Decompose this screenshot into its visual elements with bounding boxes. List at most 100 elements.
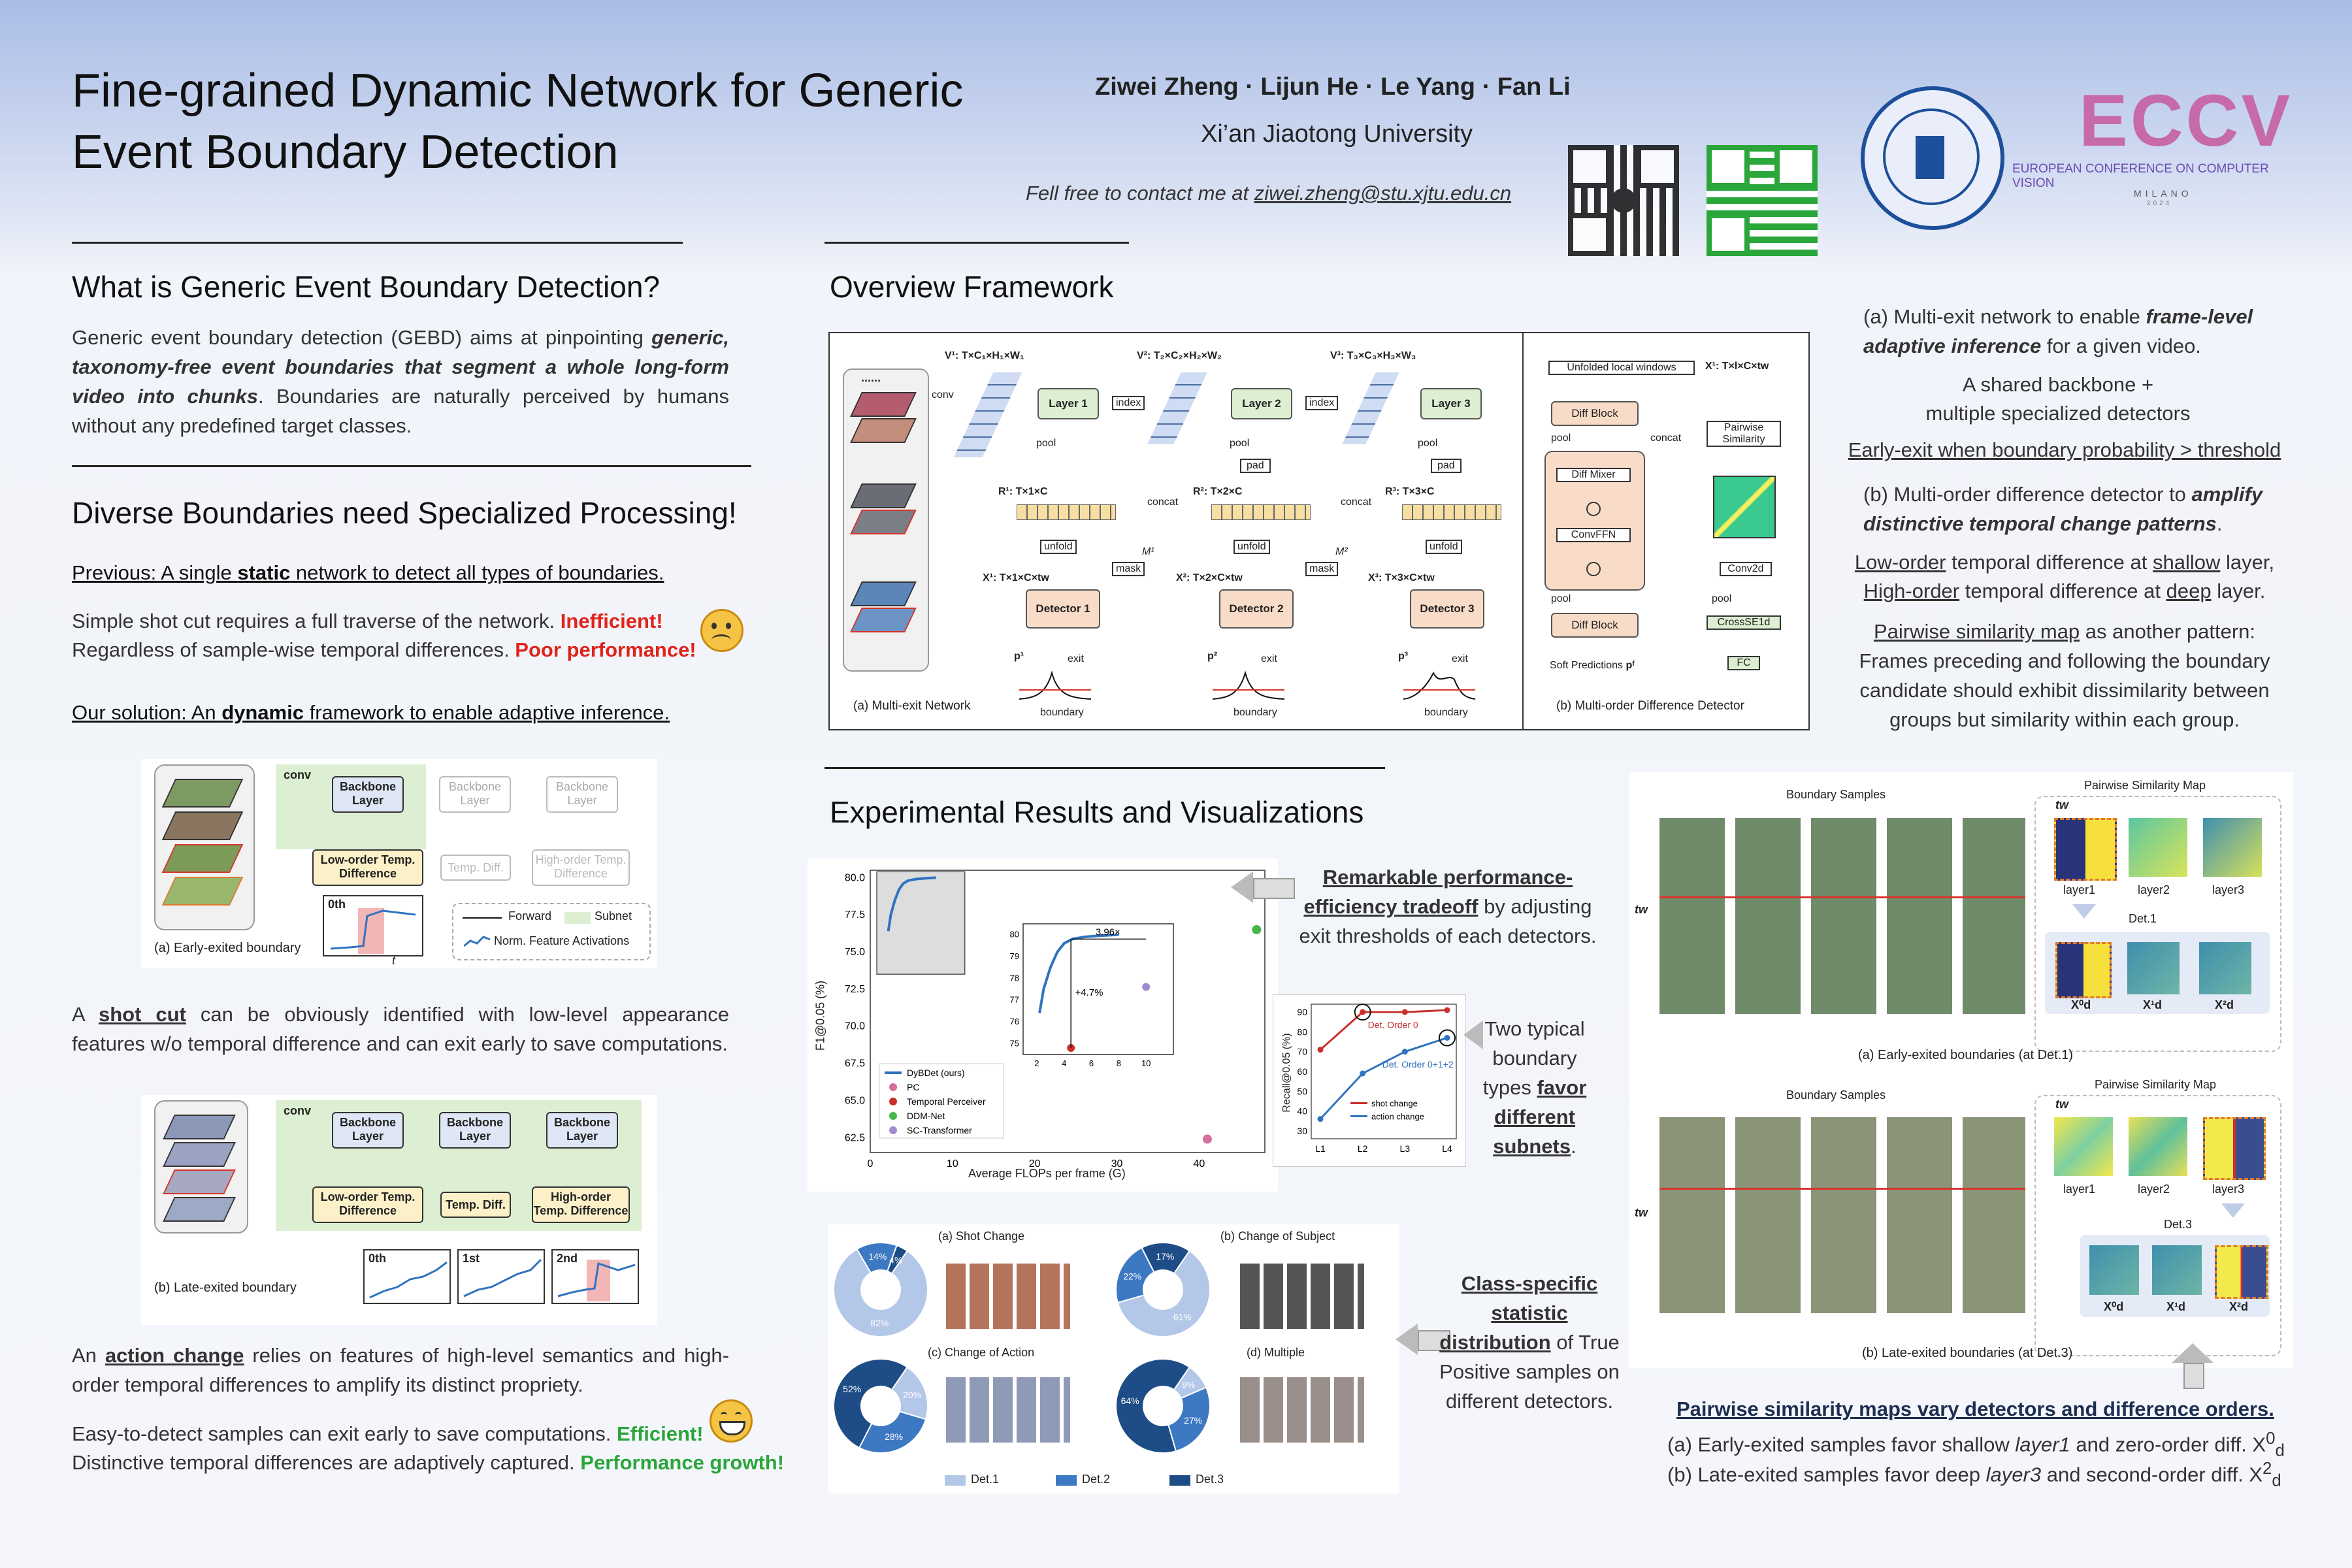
pie-slice-Det.3	[1115, 1358, 1191, 1454]
high-order-line: High-order temporal difference at deep l…	[1842, 576, 2287, 606]
shared-backbone-2: multiple specialized detectors	[1925, 402, 2191, 425]
pie-slice-Det.1	[833, 1248, 928, 1337]
section-title-results: Experimental Results and Visualizations	[830, 795, 1364, 829]
pad-box-3: pad	[1431, 459, 1462, 473]
pool-label: pool	[1036, 438, 1056, 449]
pie-a-title: (a) Shot Change	[938, 1230, 1025, 1243]
wechat-qr-code[interactable]	[1707, 145, 1818, 256]
exit-label: exit	[1452, 653, 1468, 664]
b-prefix: (b) Multi-order difference detector to	[1863, 483, 2192, 506]
solution-b: dynamic	[221, 701, 304, 724]
pair-a-em: layer1	[2015, 1433, 2070, 1456]
backbone-label: Backbone Layer	[555, 780, 609, 807]
pairwise-u: Pairwise similarity map	[1873, 620, 2080, 643]
diff-map-x2	[2199, 942, 2251, 994]
pie-slice-Det.3	[886, 1245, 909, 1275]
y-tick-label: 72.5	[845, 984, 865, 995]
tw-label: tw	[2055, 1098, 2068, 1111]
a-bold: frame-level adaptive inference	[1863, 305, 2253, 357]
layer2-label: layer2	[2138, 1183, 2170, 1196]
mask-label: mask	[1309, 563, 1335, 574]
pie-slice-Det.3	[833, 1358, 909, 1449]
previous-b: static	[237, 561, 291, 584]
x-tick-label: L4	[1442, 1143, 1452, 1154]
data-point-shot change	[1444, 1007, 1450, 1013]
plot-frame	[1311, 1004, 1457, 1139]
pie-charts: 82%14%4%61%22%17%20%28%52%9%27%64% (a) S…	[828, 1224, 1399, 1494]
conv-label: conv	[932, 389, 954, 400]
legend-label: Temporal Perceiver	[907, 1096, 986, 1107]
backbone-layer-3: Backbone Layer	[546, 1112, 618, 1149]
title-line-1: Fine-grained Dynamic Network for Generic	[72, 65, 964, 117]
github-qr-code[interactable]	[1568, 145, 1679, 256]
early-visual-caption: (a) Early-exited boundaries (at Det.1)	[1858, 1048, 2074, 1062]
tradeoff-text: Remarkable performance-efficiency tradeo…	[1291, 862, 1605, 951]
x-tick-label: L2	[1358, 1143, 1368, 1154]
pie-c-title: (c) Change of Action	[928, 1346, 1035, 1359]
inset-x-tick: 8	[1117, 1058, 1121, 1068]
unfold-label: unfold	[1429, 541, 1458, 552]
pairwise-summary-b: (b) Late-exited samples favor deep layer…	[1667, 1454, 2281, 1496]
shallow-u: shallow	[2152, 551, 2221, 574]
affiliation: Xi’an Jiaotong University	[1201, 120, 1473, 148]
backbone-label: Backbone Layer	[339, 780, 397, 807]
x-tick-label: 0	[868, 1158, 874, 1169]
eccv-year: 2024	[2147, 200, 2172, 207]
pie-slice-Det.1	[1117, 1250, 1211, 1337]
pair-b-em: layer3	[1985, 1463, 2042, 1486]
up-arrow-shaft	[2183, 1363, 2204, 1389]
left-arrow-shaft	[1418, 1330, 1450, 1351]
x2-label: X²d	[2229, 1300, 2248, 1313]
pie-slice-label: 82%	[870, 1318, 889, 1328]
legend-forward: Forward	[508, 909, 552, 923]
data-point-shot change	[1401, 1009, 1408, 1015]
legend-swatch	[889, 1083, 897, 1091]
m2-label: M²	[1335, 546, 1348, 557]
shot-c: can be obviously identified with low-lev…	[72, 1003, 729, 1055]
high-end: layer.	[2211, 580, 2266, 602]
inset-x-tick: 2	[1034, 1058, 1039, 1068]
pair-b-pre: (b) Late-exited samples favor deep	[1667, 1463, 1986, 1486]
gain-label: +4.7%	[1075, 987, 1103, 998]
inset-y-tick: 79	[1010, 951, 1019, 961]
sub-d: d	[2272, 1471, 2281, 1490]
early-exit-visualization: Boundary Samples tw Pairwise Similarity …	[1629, 772, 2293, 1075]
pairwise-label: Pairwise Similarity	[1722, 422, 1765, 445]
pie-slice-Det.2	[1168, 1386, 1211, 1452]
low-order-label: Low-order Temp. Difference	[320, 853, 416, 880]
low-order-label: Low-order Temp. Difference	[320, 1190, 416, 1217]
zoom-series-line	[887, 876, 936, 932]
v2-label: V²: T₂×C₂×H₂×W₂	[1137, 350, 1222, 361]
high-mid: temporal difference at	[1959, 580, 2166, 602]
efficient-line: Easy-to-detect samples can exit early to…	[72, 1419, 704, 1448]
inset-series-line	[1038, 933, 1119, 1014]
early-exit-figure: conv conv Backbone Layer Backbone Layer …	[141, 759, 657, 968]
pie-slice-Det.2	[858, 1411, 927, 1454]
pie-slice-label: 64%	[1121, 1396, 1139, 1406]
zoom-region	[876, 871, 966, 975]
flops-xlabel: Average FLOPs per frame (G)	[968, 1167, 1126, 1180]
order-0th-label: 0th	[328, 898, 346, 911]
concat-label: concat	[1650, 433, 1682, 444]
boundary-label: boundary	[1424, 707, 1468, 718]
series-line-action change	[1319, 1037, 1448, 1120]
contact-email-link[interactable]: ziwei.zheng@stu.xjtu.edu.cn	[1254, 182, 1512, 204]
y-tick-label: 90	[1297, 1007, 1307, 1017]
crossse-label: CrossSE1d	[1717, 617, 1771, 628]
tradeoff-rest: by adjusting exit thresholds of each det…	[1299, 895, 1597, 947]
backbone-label: Backbone Layer	[339, 1116, 397, 1143]
inset-x-tick: 10	[1141, 1058, 1151, 1068]
late-exit-visualization: Boundary Samples tw Pairwise Similarity …	[1629, 1071, 2293, 1368]
pair-a-pre: (a) Early-exited samples favor shallow	[1667, 1433, 2016, 1456]
framework-figure: ...... conv V¹: T×C₁×H₁×W₁ V²: T₂×C₂×H₂×…	[828, 332, 1810, 730]
action-change-paragraph: An action change relies on features of h…	[72, 1341, 729, 1399]
a-prefix: (a) Multi-exit network to enable	[1863, 305, 2146, 328]
inset-x-tick: 6	[1089, 1058, 1094, 1068]
data-point-action change	[1401, 1049, 1408, 1055]
contact: Fell free to contact me at ziwei.zheng@s…	[1026, 182, 1511, 205]
gebd-paragraph: Generic event boundary detection (GEBD) …	[72, 323, 729, 440]
x1-label: X¹d	[2166, 1300, 2185, 1313]
frame-dots: ......	[861, 371, 881, 384]
